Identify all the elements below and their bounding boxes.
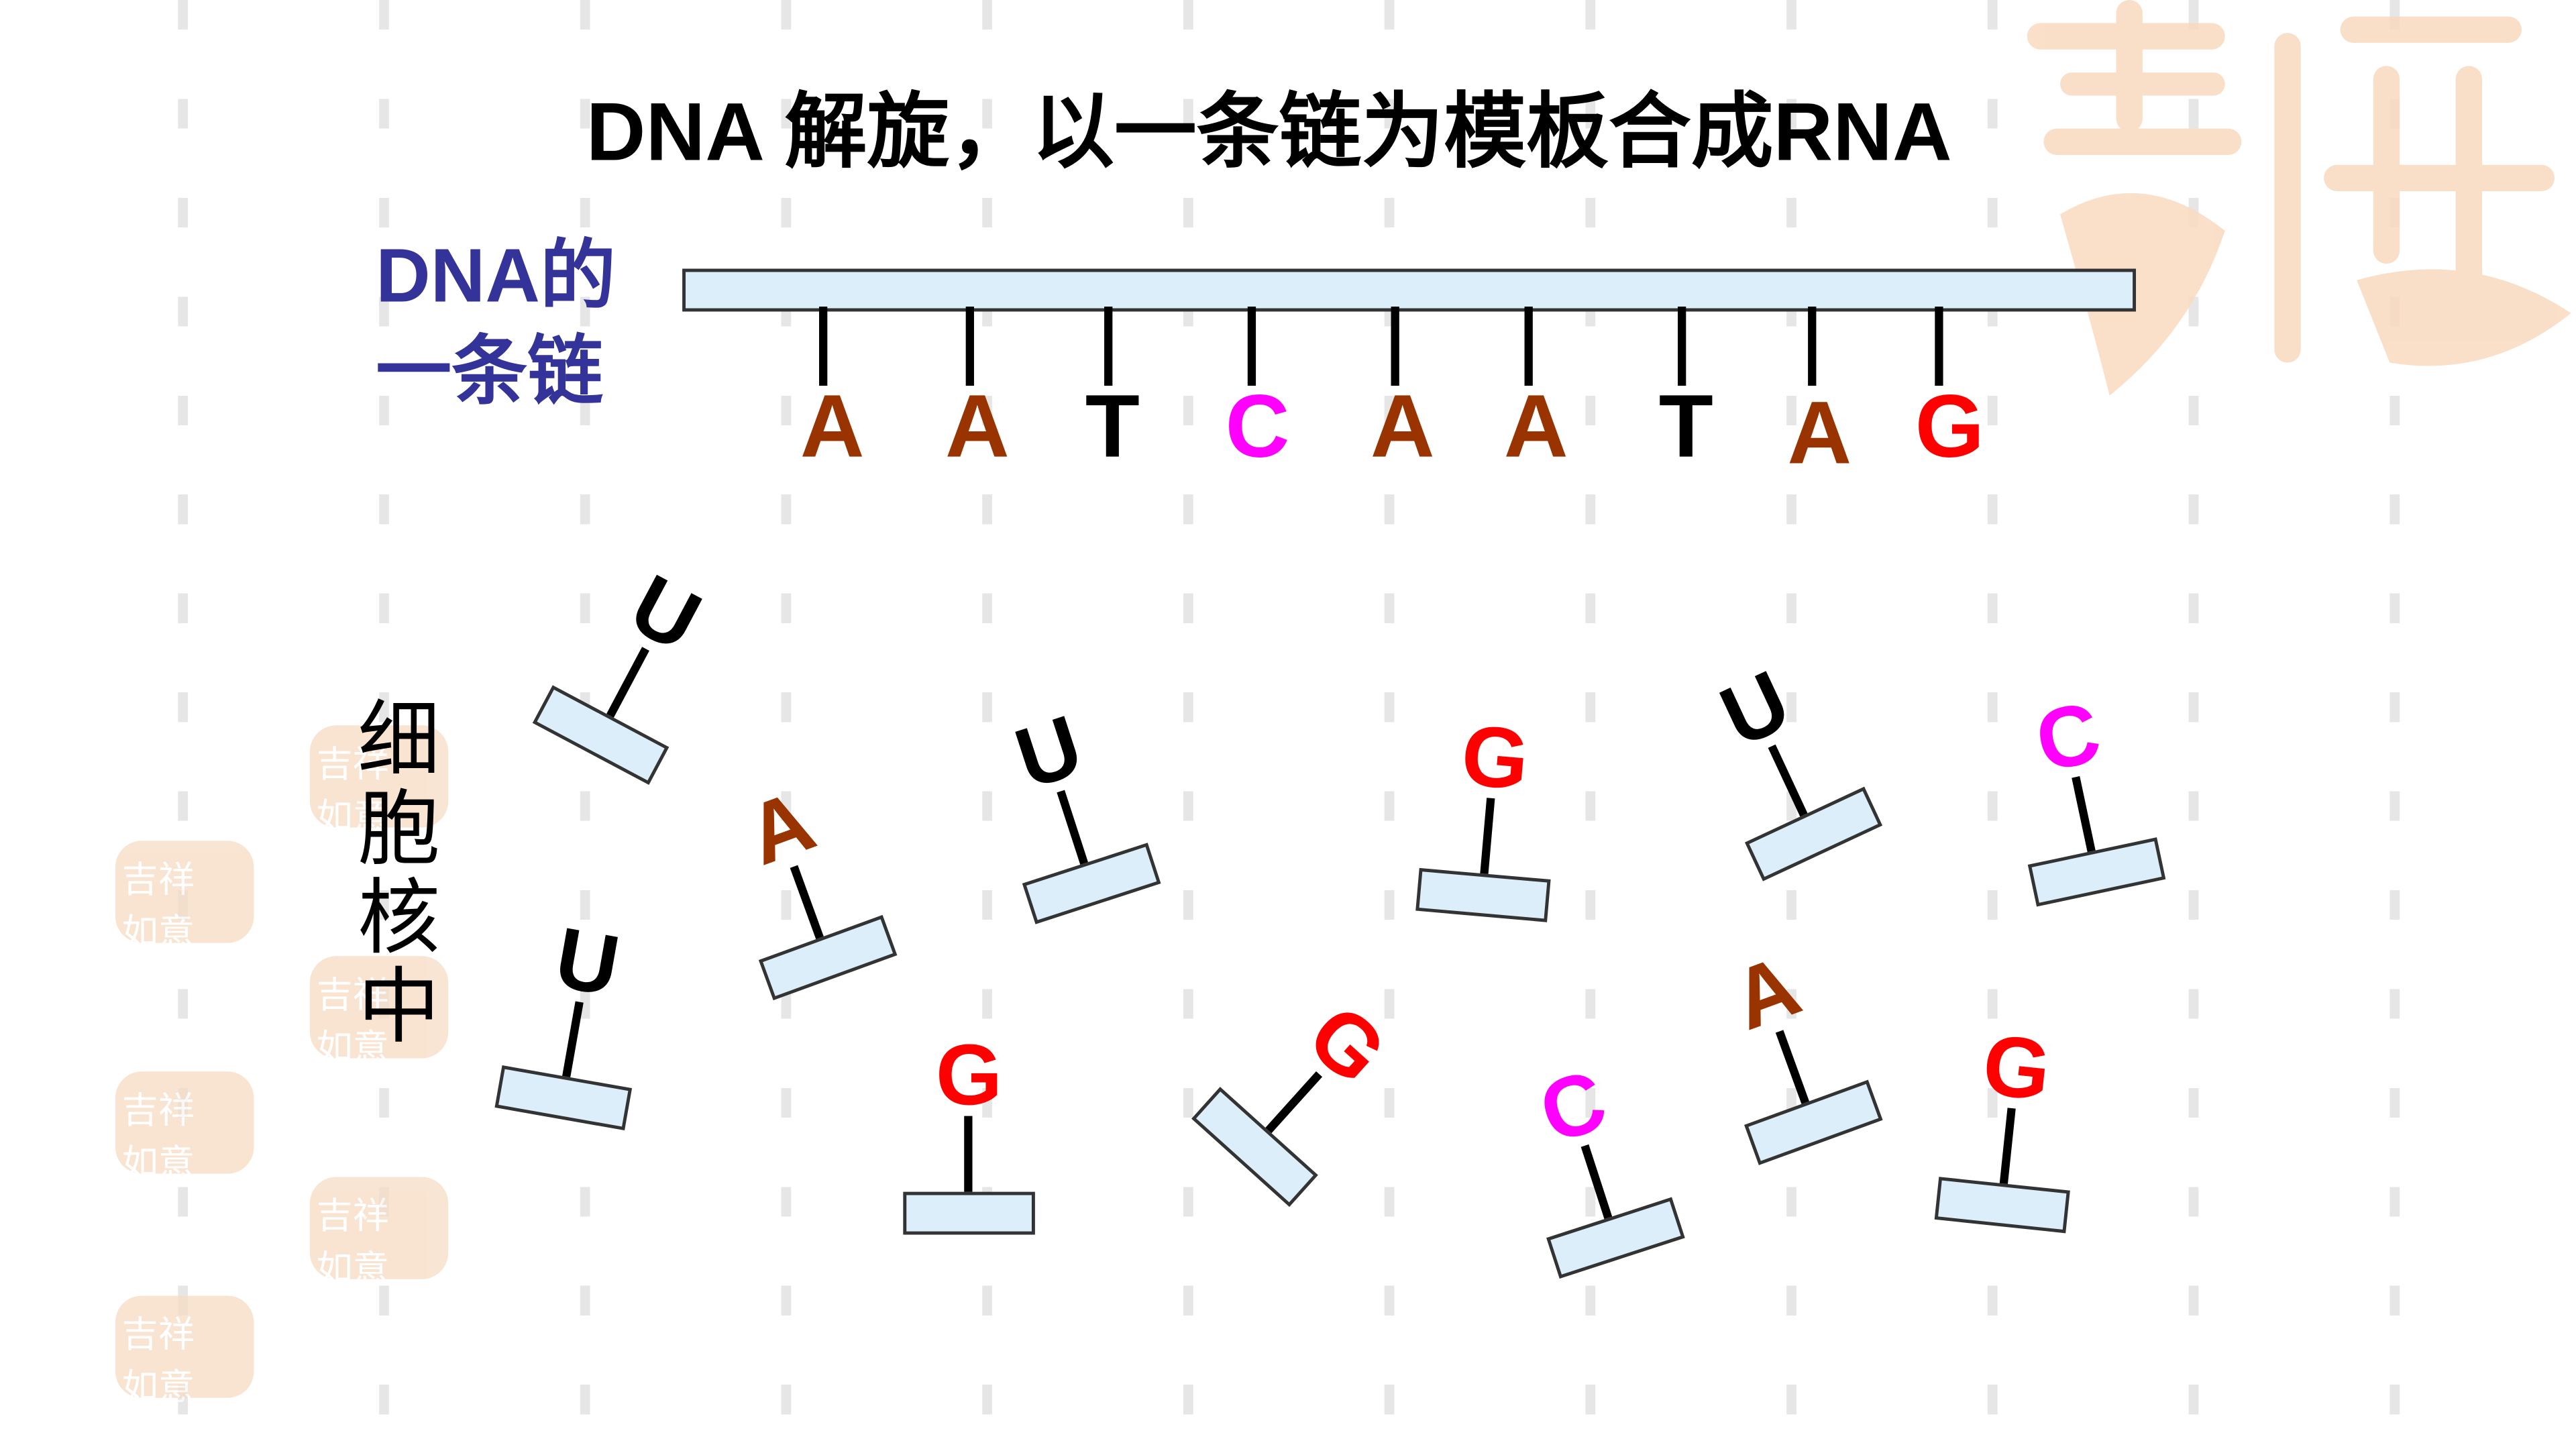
decorative-seal: 吉祥如意 xyxy=(115,841,254,955)
dna-base-stem xyxy=(1808,307,1817,386)
decorative-seal-large xyxy=(2027,0,2571,396)
nucleotide-stem xyxy=(604,647,649,721)
nucleus-label-char: 胞 xyxy=(358,783,440,875)
free-nucleotide: U xyxy=(528,543,745,794)
dna-template-base: C xyxy=(1225,377,1290,477)
dna-base-stem xyxy=(1247,307,1256,386)
nucleotide-base-letter: U xyxy=(1707,653,1805,767)
dna-template-base: G xyxy=(1915,377,1984,477)
free-nucleotide: G xyxy=(1415,707,1565,932)
nucleotide-base-letter: G xyxy=(935,1028,1003,1124)
nucleotide-stem xyxy=(1999,1108,2016,1187)
free-nucleotide: A xyxy=(1689,928,1886,1174)
dna-strand-label-line: DNA的 xyxy=(376,232,616,319)
nucleotide-base-letter: C xyxy=(2028,685,2109,792)
dna-template-base: A xyxy=(945,377,1010,477)
nucleotide-base-letter: U xyxy=(615,557,715,672)
dna-template-base: A xyxy=(800,377,865,477)
free-nucleotide: G xyxy=(903,1030,1035,1244)
nucleotide-sugar-phosphate xyxy=(903,1191,1035,1235)
nucleotide-sugar-phosphate xyxy=(2027,837,2166,907)
dna-base-stem xyxy=(1524,307,1533,386)
decorative-seal: 吉祥如意 xyxy=(309,725,449,839)
background-dashed-line xyxy=(1585,0,1596,1449)
dna-template-base: A xyxy=(1787,384,1852,483)
nucleotide-sugar-phosphate xyxy=(1191,1087,1318,1208)
free-nucleotide: C xyxy=(1497,1044,1688,1289)
decorative-seal: 吉祥如意 xyxy=(309,956,449,1070)
nucleotide-sugar-phosphate xyxy=(1415,867,1551,922)
free-nucleotide: U xyxy=(972,689,1164,934)
nucleotide-stem xyxy=(2072,776,2096,855)
seal-text: 吉祥如意 xyxy=(316,745,389,839)
nucleotide-stem xyxy=(1479,798,1495,877)
decorative-seal: 吉祥如意 xyxy=(115,1071,254,1185)
nucleotide-sugar-phosphate xyxy=(1744,1079,1883,1165)
nucleotide-sugar-phosphate xyxy=(758,914,898,1001)
free-nucleotide: A xyxy=(704,763,901,1010)
nucleotide-stem xyxy=(1768,744,1809,820)
dna-base-stem xyxy=(819,307,828,386)
dna-strand-label-line: 一条链 xyxy=(376,328,604,414)
dna-template-base: A xyxy=(1370,377,1435,477)
background-dashed-line xyxy=(1987,0,1998,1449)
nucleotide-stem xyxy=(1775,1030,1811,1108)
seal-text: 吉祥如意 xyxy=(121,1315,195,1409)
nucleotide-stem xyxy=(964,1116,973,1195)
nucleotide-base-letter: G xyxy=(1457,708,1533,810)
nucleotide-base-letter: C xyxy=(1529,1053,1618,1163)
free-nucleotide: U xyxy=(1676,640,1886,890)
background-dashed-line xyxy=(781,0,792,1449)
background-dashed-line xyxy=(1384,0,1395,1449)
nucleotide-stem xyxy=(1263,1071,1323,1136)
background-dashed-line xyxy=(1183,0,1193,1449)
nucleotide-sugar-phosphate xyxy=(1744,786,1883,881)
background-dashed-line xyxy=(2188,0,2199,1449)
decorative-seal: 吉祥如意 xyxy=(115,1295,254,1409)
nucleus-label-char: 细 xyxy=(358,694,440,787)
nucleus-label: 细 胞 核 中 xyxy=(353,696,445,1052)
nucleotide-base-letter: G xyxy=(1978,1018,2055,1120)
seal-text: 吉祥如意 xyxy=(316,1196,389,1291)
dna-base-stem xyxy=(1935,307,1943,386)
dna-template-base: A xyxy=(1503,377,1568,477)
nucleus-label-char: 核 xyxy=(358,871,440,965)
free-nucleotide: G xyxy=(1933,1016,2087,1243)
dna-strand-label: DNA的 一条链 xyxy=(376,227,672,419)
dna-strand-backbone xyxy=(682,268,2137,312)
dna-base-stem xyxy=(1678,307,1686,386)
nucleus-label-char: 中 xyxy=(358,961,440,1054)
nucleotide-base-letter: U xyxy=(548,910,627,1016)
dna-template-base: T xyxy=(1085,377,1140,477)
nucleotide-base-letter: A xyxy=(735,773,827,885)
free-nucleotide: C xyxy=(1994,680,2168,916)
seal-text: 吉祥如意 xyxy=(121,1091,195,1185)
background-dashed-line xyxy=(178,0,189,1449)
dna-base-stem xyxy=(965,307,974,386)
decorative-seal: 吉祥如意 xyxy=(309,1177,449,1291)
nucleotide-sugar-phosphate xyxy=(532,685,669,786)
free-nucleotide: U xyxy=(493,906,660,1140)
nucleotide-stem xyxy=(1580,1144,1613,1222)
dna-template-base: T xyxy=(1658,377,1713,477)
seal-text: 吉祥如意 xyxy=(316,975,389,1070)
background-dashed-line xyxy=(1786,0,1796,1449)
dna-base-stem xyxy=(1391,307,1399,386)
nucleotide-stem xyxy=(1057,790,1089,868)
background-dashed-line xyxy=(379,0,389,1449)
nucleotide-stem xyxy=(790,865,825,943)
nucleotide-base-letter: A xyxy=(1721,938,1813,1050)
slide-title: DNA 解旋，以一条链为模板合成RNA xyxy=(586,85,1952,178)
nucleotide-stem xyxy=(561,1001,584,1081)
nucleotide-base-letter: U xyxy=(1005,698,1094,809)
dna-base-stem xyxy=(1104,307,1113,386)
background-dashed-line xyxy=(982,0,992,1449)
nucleotide-sugar-phosphate xyxy=(1546,1197,1685,1279)
nucleotide-sugar-phosphate xyxy=(1022,843,1161,924)
nucleotide-sugar-phosphate xyxy=(1934,1177,2070,1234)
seal-text: 吉祥如意 xyxy=(121,860,195,955)
